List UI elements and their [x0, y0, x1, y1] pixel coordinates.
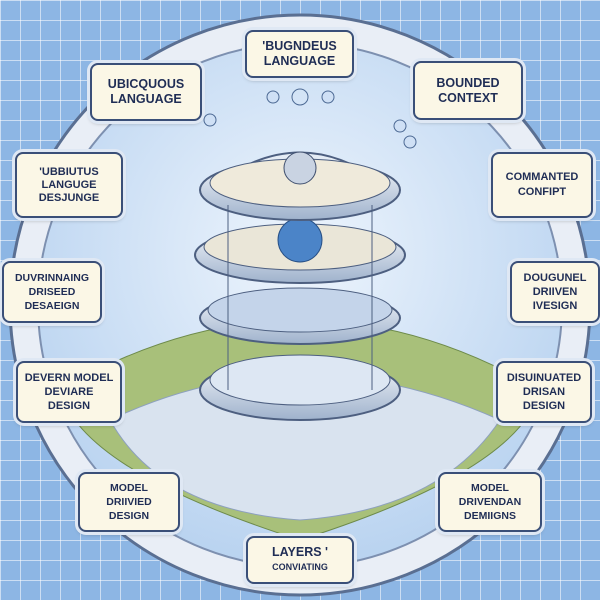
label-line: DISUINUATED: [506, 372, 582, 384]
label-left-2: DUVRINNAING DRISEED DESAEIGN: [2, 261, 102, 323]
label-line: DEMIIGNS: [464, 510, 516, 522]
label-line: BOUNDED: [436, 75, 500, 90]
label-line: DESIGN: [522, 400, 566, 412]
label-line: DOUGUNEL: [523, 272, 587, 284]
label-line: LANGUAGE: [263, 54, 336, 68]
label-line: LAYERS ': [272, 545, 328, 559]
label-right-2: DOUGUNEL DRIIVEN IVESIGN: [510, 261, 600, 323]
label-line: LANGUAGE: [110, 92, 182, 106]
label-line: DUVRINNAING: [14, 272, 90, 284]
label-right-3: DISUINUATED DRISAN DESIGN: [496, 361, 592, 423]
sphere: [283, 151, 317, 185]
label-line: DRISEED: [28, 286, 76, 298]
label-right-1: COMMANTED CONFIPT: [491, 152, 593, 218]
label-line: MODEL: [471, 482, 509, 494]
label-line: DESAEIGN: [24, 300, 80, 312]
label-line: CONTEXT: [438, 90, 498, 105]
connector-icons: [203, 88, 417, 149]
label-line: LANGUGE: [41, 178, 97, 191]
label-line: DEVERN MODEL: [24, 372, 114, 384]
label-line: DRIIVIED: [106, 496, 152, 508]
label-line: DESIGN: [47, 400, 91, 412]
label-line: DESJUNGE: [38, 191, 100, 204]
label-line: MODEL: [110, 482, 148, 494]
label-line: DESIGN: [108, 510, 150, 522]
label-line: 'UBBIUTUS: [39, 165, 99, 178]
label-line: DRIVENDAN: [458, 496, 522, 508]
label-left-3: DEVERN MODEL DEVIARE DESIGN: [16, 361, 122, 423]
stacked-discs: [194, 151, 406, 421]
label-bottom-left: MODEL DRIIVIED DESIGN: [78, 472, 180, 532]
label-line: CONFIPT: [517, 186, 567, 198]
label-bottom-layers: LAYERS ' CONVIATING: [246, 536, 354, 584]
label-line: DRIIVEN: [532, 286, 578, 298]
label-line: UBICQUOUS: [107, 77, 185, 91]
label-bottom-right: MODEL DRIVENDAN DEMIIGNS: [438, 472, 542, 532]
label-line: IVESIGN: [532, 300, 578, 312]
label-line: COMMANTED: [505, 171, 579, 183]
globe: [277, 217, 323, 263]
label-line: CONVIATING: [272, 562, 328, 572]
label-line: 'BUGNDEUS: [262, 39, 337, 53]
label-line: DEVIARE: [44, 386, 94, 398]
label-line: DRISAN: [522, 386, 566, 398]
